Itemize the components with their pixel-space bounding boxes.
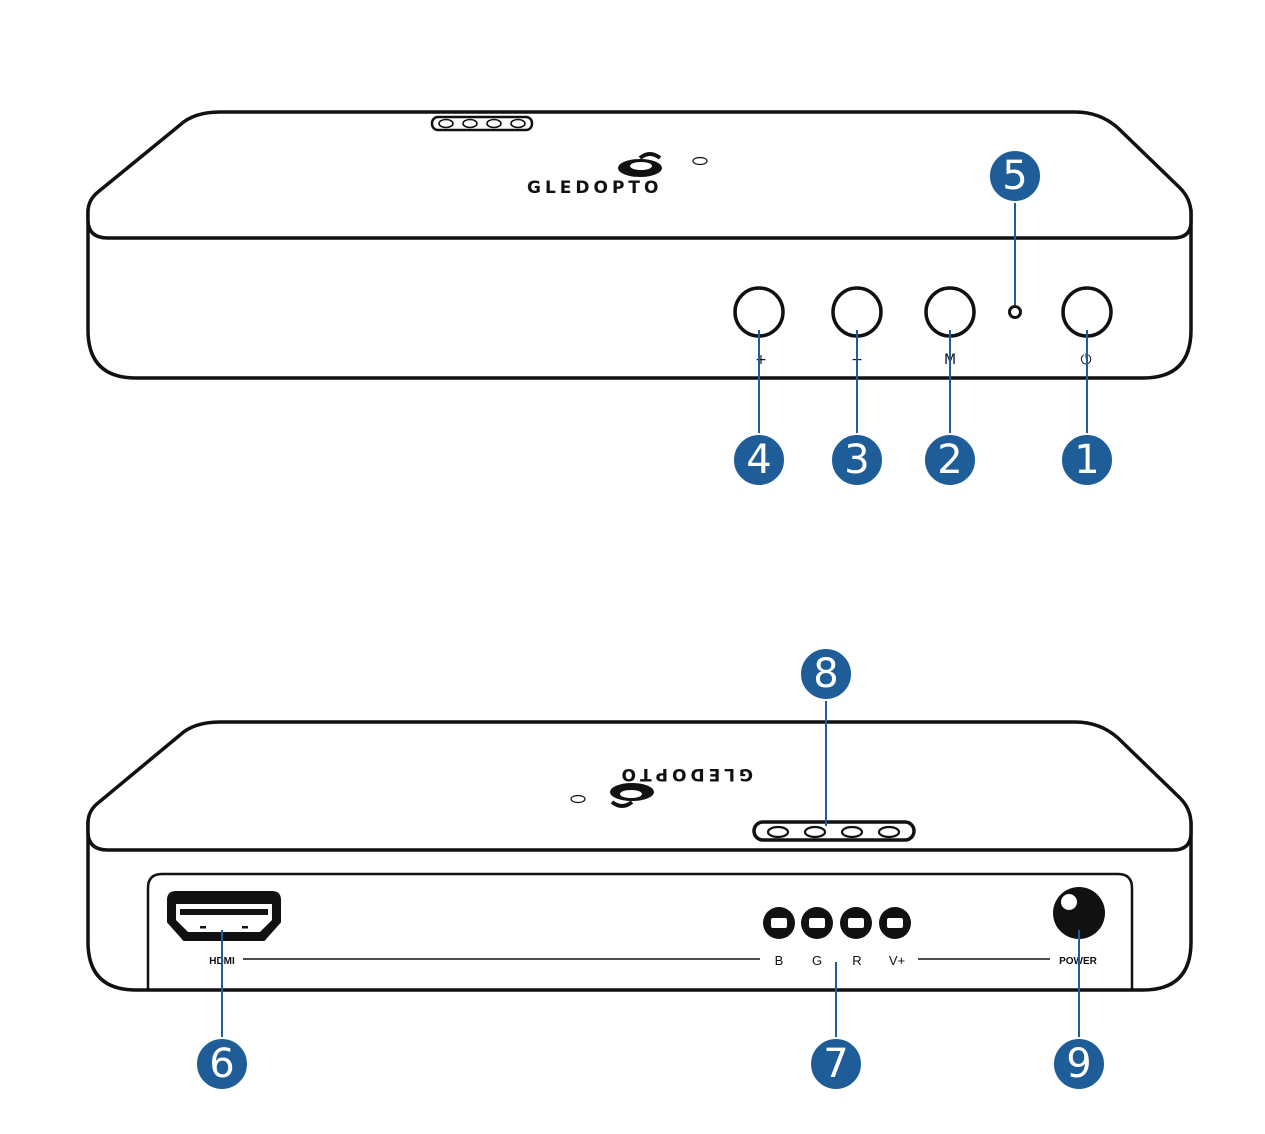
rear-port-panel bbox=[146, 872, 1134, 990]
front-device-base bbox=[86, 208, 1193, 380]
callout-3: 3 bbox=[830, 433, 884, 487]
rear-device-base bbox=[86, 820, 1193, 992]
front-brand-text: GLEDOPTO bbox=[527, 178, 662, 198]
callout-2: 2 bbox=[923, 433, 977, 487]
svg-text:1: 1 bbox=[1074, 437, 1099, 483]
hdmi-port[interactable] bbox=[167, 891, 281, 941]
callout-9: 9 bbox=[1052, 1037, 1106, 1091]
top-data-connector-pins bbox=[766, 825, 901, 839]
callout-1: 1 bbox=[1060, 433, 1114, 487]
svg-text:9: 9 bbox=[1066, 1041, 1091, 1087]
svg-text:5: 5 bbox=[1002, 153, 1027, 199]
status-indicator-led bbox=[1008, 305, 1022, 319]
terminal-label-g: G bbox=[812, 953, 822, 968]
terminal-label-b: B bbox=[775, 953, 784, 968]
svg-text:6: 6 bbox=[209, 1041, 234, 1087]
callout-8: 8 bbox=[799, 647, 853, 701]
rgb-terminal-block[interactable] bbox=[763, 907, 911, 939]
callout-5: 5 bbox=[988, 149, 1042, 203]
terminal-label-vplus: V+ bbox=[889, 953, 905, 968]
callout-6: 6 bbox=[195, 1037, 249, 1091]
callout-4: 4 bbox=[732, 433, 786, 487]
plus-button-label: + bbox=[755, 352, 767, 368]
front-view: GLEDOPTO + − M ⏻ 4 3 2 1 5 bbox=[86, 110, 1193, 487]
svg-text:2: 2 bbox=[937, 437, 962, 483]
svg-text:4: 4 bbox=[746, 437, 771, 483]
rear-view: GLEDOPTO HDMI POWER bbox=[86, 647, 1193, 1091]
callout-7: 7 bbox=[809, 1037, 863, 1091]
dc-power-jack[interactable] bbox=[1053, 887, 1105, 939]
front-top-connector bbox=[430, 115, 534, 132]
rear-logo: GLEDOPTO bbox=[570, 764, 753, 808]
svg-text:7: 7 bbox=[823, 1041, 848, 1087]
svg-text:8: 8 bbox=[813, 651, 838, 697]
front-top-connector-pins bbox=[438, 118, 526, 129]
svg-text:3: 3 bbox=[844, 437, 869, 483]
front-logo: GLEDOPTO bbox=[527, 152, 708, 198]
terminal-label-r: R bbox=[852, 953, 861, 968]
top-data-connector[interactable] bbox=[752, 820, 916, 842]
rear-brand-text: GLEDOPTO bbox=[618, 764, 753, 784]
